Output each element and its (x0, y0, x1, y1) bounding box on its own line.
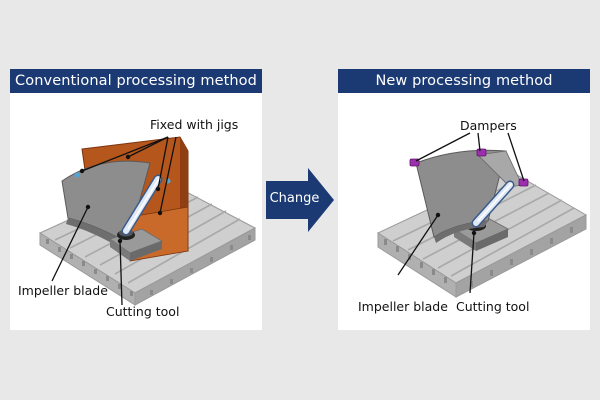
change-arrow: Change (266, 168, 336, 232)
dampers-label: Dampers (460, 118, 517, 133)
change-label: Change (269, 191, 320, 206)
impeller-blade-label: Impeller blade (18, 283, 108, 298)
new-method-illustration (376, 132, 588, 298)
conventional-method-illustration (38, 136, 257, 306)
leader-lines (51, 136, 177, 306)
conventional-method-panel: Conventional processing method (10, 69, 262, 330)
new-method-title: New processing method (338, 69, 590, 93)
cutting-tool-label: Cutting tool (106, 304, 180, 319)
cutting-tool (471, 180, 515, 228)
leader-lines (397, 132, 525, 294)
jig-contact-mark (74, 172, 80, 178)
impeller-blade-label: Impeller blade (358, 299, 448, 314)
damper-center (476, 148, 487, 157)
conventional-method-title: Conventional processing method (10, 69, 262, 93)
cutting-tool (121, 174, 163, 236)
cutting-tool-label: Cutting tool (456, 299, 530, 314)
new-method-panel: New processing method (338, 69, 590, 330)
fixed-with-jigs-label: Fixed with jigs (150, 117, 239, 132)
dampers (409, 148, 529, 187)
